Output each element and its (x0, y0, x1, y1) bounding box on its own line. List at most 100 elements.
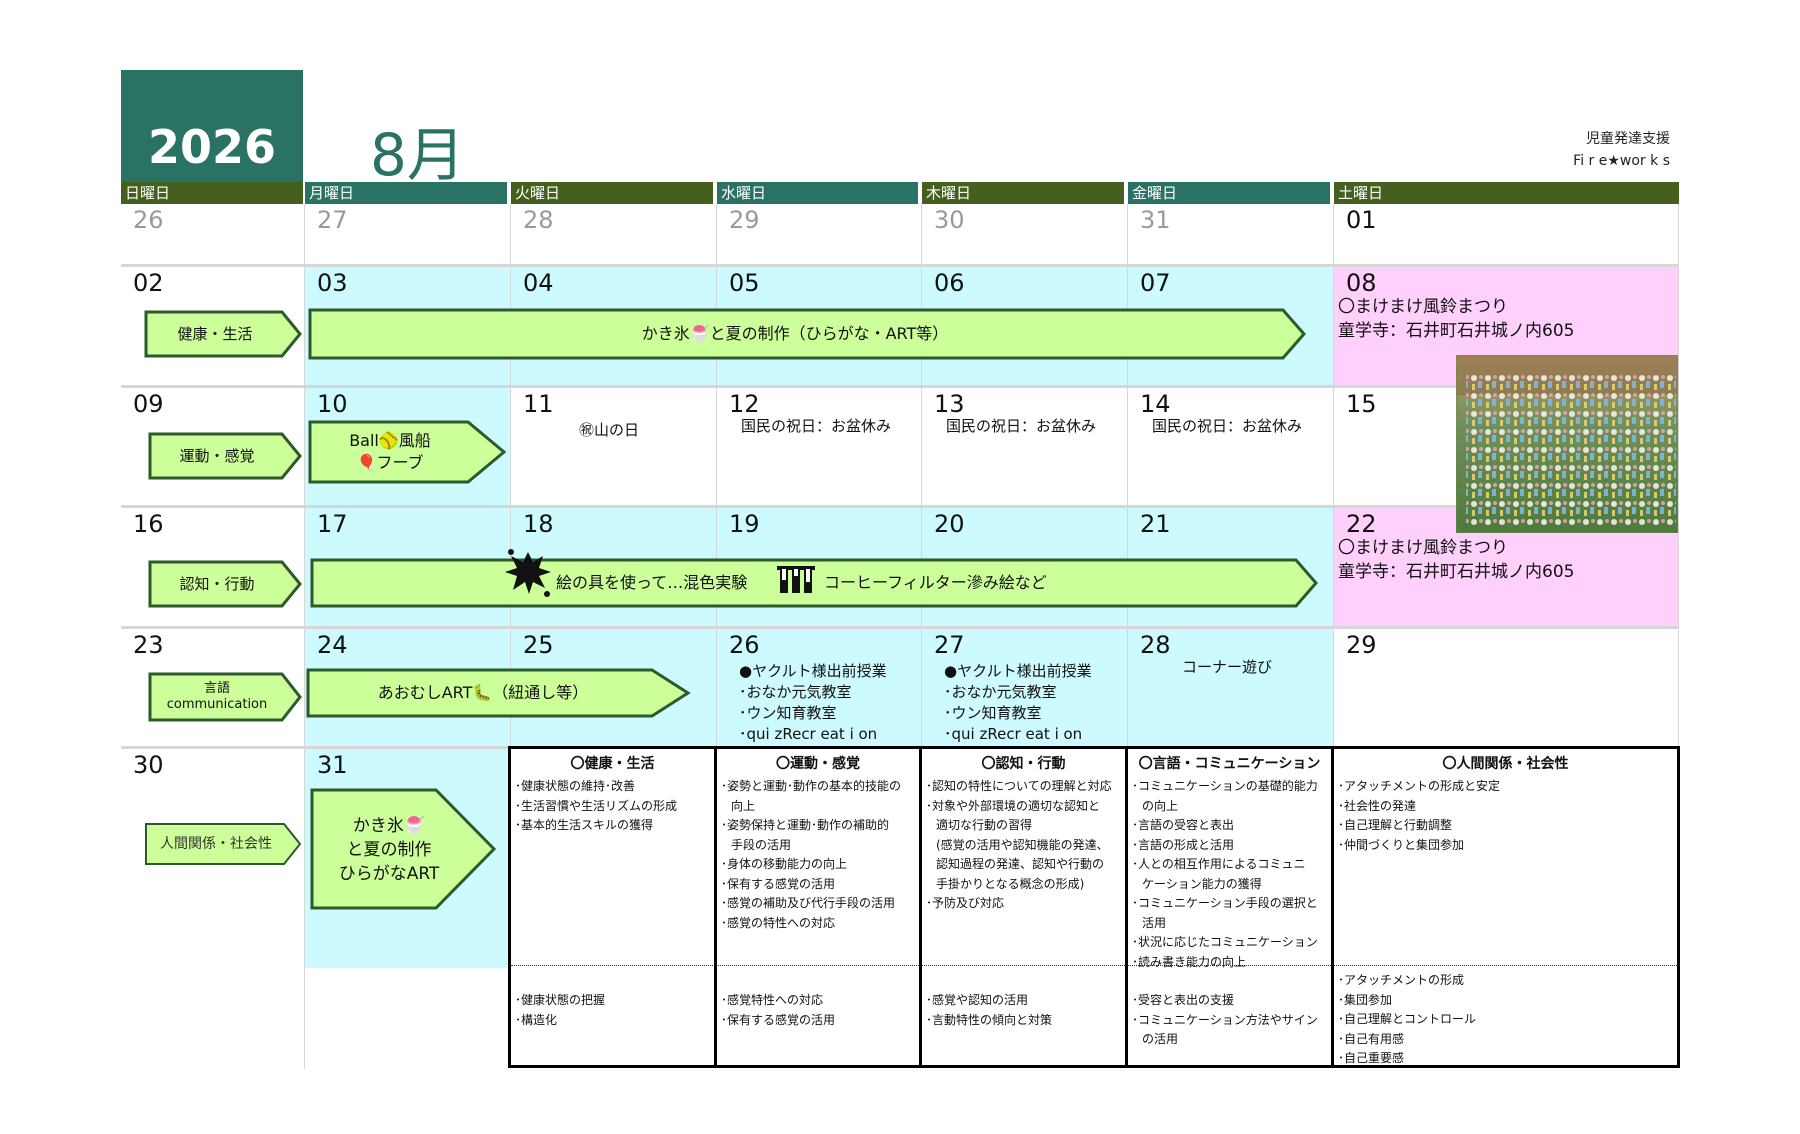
class-note: ･ウン知育教室 (944, 704, 1042, 722)
activity-arrow (308, 420, 507, 484)
skill-bottom-list: ･アタッチメントの形成 ･集団参加 ･自己理解とコントロール ･自己有用感 ･自己重要感 (1338, 971, 1673, 1069)
skill-bottom-list: ･感覚や認知の活用 ･言動特性の傾向と対策 (926, 971, 1121, 1030)
year-box: 2026 (121, 70, 303, 182)
skill-item: (感覚の活用や認知機能の発達、 (936, 837, 1109, 852)
skill-column: 〇健康・生活･健康状態の維持･改善･生活習慣や生活リズムの形成･基本的生活スキル… (511, 749, 717, 1065)
skill-item: 向上 (731, 798, 756, 813)
activity-label: あおむしART🐛（紐通し等） (377, 683, 589, 702)
day-cell: 28 コーナー遊び (1128, 629, 1334, 749)
holiday-note: ㊗山の日 (579, 421, 640, 439)
day-number: 31 (317, 751, 348, 779)
day-number: 31 (1140, 206, 1171, 234)
skill-item: ･保有する感覚の活用 (721, 1012, 836, 1027)
skill-title: 〇運動・感覚 (776, 756, 860, 772)
skill-item: 手段の活用 (731, 837, 792, 852)
weekday-mon: 月曜日 (305, 182, 507, 204)
day-number: 19 (729, 510, 760, 538)
weekday-sat: 土曜日 (1334, 182, 1679, 204)
activity-line: かき氷🍧 (352, 816, 426, 836)
category-arrow (148, 672, 302, 722)
activity-line: 🎈フーブ (356, 453, 424, 472)
skill-item: ･状況に応じたコミュニケーション (1132, 935, 1318, 949)
skill-item: ･社会性の発達 (1338, 798, 1417, 813)
event-note: 〇まけまけ風鈴まつり (1338, 297, 1508, 317)
day-number: 24 (317, 631, 348, 659)
skill-bottom-list: ･健康状態の把握･構造化 (515, 971, 710, 1030)
category-label: 運動・感覚 (179, 447, 255, 465)
day-number: 03 (317, 269, 348, 297)
day-number: 15 (1346, 390, 1377, 418)
activity-label: かき氷🍧と夏の制作（ひらがな・ART等） (641, 324, 949, 343)
category-label: 健康・生活 (177, 325, 253, 343)
day-number: 10 (317, 390, 348, 418)
class-note: ●ヤクルト様出前授業 (739, 662, 887, 680)
weekday-fri: 金曜日 (1128, 182, 1330, 204)
skill-item: ･人との相互作用によるコミュニ (1132, 857, 1306, 871)
skill-item: ･健康状態の維持･改善 (515, 779, 636, 793)
skill-item: の活用 (1142, 1032, 1179, 1046)
skills-divider (511, 965, 1677, 966)
day-cell: 16 (121, 508, 305, 629)
day-number: 25 (523, 631, 554, 659)
skill-item: ケーション能力の獲得 (1142, 876, 1262, 891)
day-cell: 31 (1128, 204, 1334, 267)
day-cell: 27 ●ヤクルト様出前授業 ･おなか元気教室 ･ウン知育教室 ･qui zRec… (922, 629, 1128, 749)
day-number: 28 (1140, 631, 1171, 659)
day-cell: 28 (511, 204, 717, 267)
activity-line: と夏の制作 (346, 840, 432, 860)
day-cell: 30 (121, 749, 305, 1069)
skill-item: ･自己重要感 (1338, 1051, 1405, 1065)
holiday-note: 国民の祝日：お盆休み (741, 417, 892, 435)
activity-line: ひらがなART (338, 864, 440, 884)
skill-item: ･自己有用感 (1338, 1031, 1405, 1046)
skill-item: ･身体の移動能力の向上 (721, 857, 848, 871)
category-label: 認知・行動 (179, 575, 255, 593)
day-number: 13 (934, 390, 965, 418)
day-number: 27 (317, 206, 348, 234)
skill-item: ･健康状態の把握 (515, 993, 606, 1007)
activity-arrow (310, 558, 1318, 608)
day-cell: 27 (305, 204, 511, 267)
day-number: 06 (934, 269, 965, 297)
day-number: 14 (1140, 390, 1171, 418)
skill-item: ･自己理解とコントロール (1338, 1012, 1477, 1026)
day-number: 30 (934, 206, 965, 234)
skill-item: ･自己理解と行動調整 (1338, 818, 1453, 832)
category-arrow (148, 560, 302, 608)
skill-item: ･アタッチメントの形成 (1338, 973, 1465, 987)
day-cell: 23 (121, 629, 305, 749)
skill-item: 適切な行動の習得 (936, 818, 1033, 832)
month-label: 8月 (370, 121, 465, 189)
org-name: 児童発達支援 Fi r e★wor k s (1573, 128, 1670, 172)
skill-item: 手掛かりとなる概念の形成) (936, 876, 1085, 891)
skill-item: ･言語の形成と活用 (1132, 837, 1235, 852)
day-cell: 26 ●ヤクルト様出前授業 ･おなか元気教室 ･ウン知育教室 ･qui zRec… (717, 629, 922, 749)
skill-item: ･生活習慣や生活リズムの形成 (515, 798, 678, 813)
skill-column: 〇人間関係・社会性･アタッチメントの形成と安定･社会性の発達･自己理解と行動調整… (1334, 749, 1677, 1065)
skill-item: 活用 (1142, 915, 1167, 930)
activity-note: コーナー遊び (1182, 658, 1273, 676)
skill-item: ･言語の受容と表出 (1132, 818, 1235, 832)
day-number: 09 (133, 390, 164, 418)
event-note: 〇まけまけ風鈴まつり (1338, 538, 1508, 558)
skill-column: 〇認知・行動･認知の特性についての理解と対応･対象や外部環境の適切な認知と適切な… (922, 749, 1128, 1065)
day-number: 27 (934, 631, 965, 659)
activity-label-group: かき氷🍧 と夏の制作 ひらがなART (314, 800, 464, 900)
holiday-note: 国民の祝日：お盆休み (946, 417, 1097, 435)
test-tubes-icon (777, 566, 815, 593)
day-number: 20 (934, 510, 965, 538)
day-number: 07 (1140, 269, 1171, 297)
day-number: 29 (729, 206, 760, 234)
day-cell: 26 (121, 204, 305, 267)
skills-table: 〇健康・生活･健康状態の維持･改善･生活習慣や生活リズムの形成･基本的生活スキル… (508, 746, 1680, 1068)
skill-bottom-list: ･感覚特性への対応･保有する感覚の活用 (721, 971, 915, 1030)
day-cell: 12 国民の祝日：お盆休み (717, 388, 922, 508)
day-number: 02 (133, 269, 164, 297)
skill-bottom-list: ･受容と表出の支援･コミュニケーション方法やサインの活用 (1132, 971, 1327, 1050)
org-line1: 児童発達支援 (1586, 131, 1670, 147)
skill-item: ･感覚や認知の活用 (926, 993, 1029, 1007)
skill-item: ･集団参加 (1338, 992, 1393, 1007)
skill-item: ･言動特性の傾向と対策 (926, 1012, 1053, 1027)
day-number: 26 (729, 631, 760, 659)
skill-item: ･アタッチメントの形成と安定 (1338, 779, 1501, 793)
